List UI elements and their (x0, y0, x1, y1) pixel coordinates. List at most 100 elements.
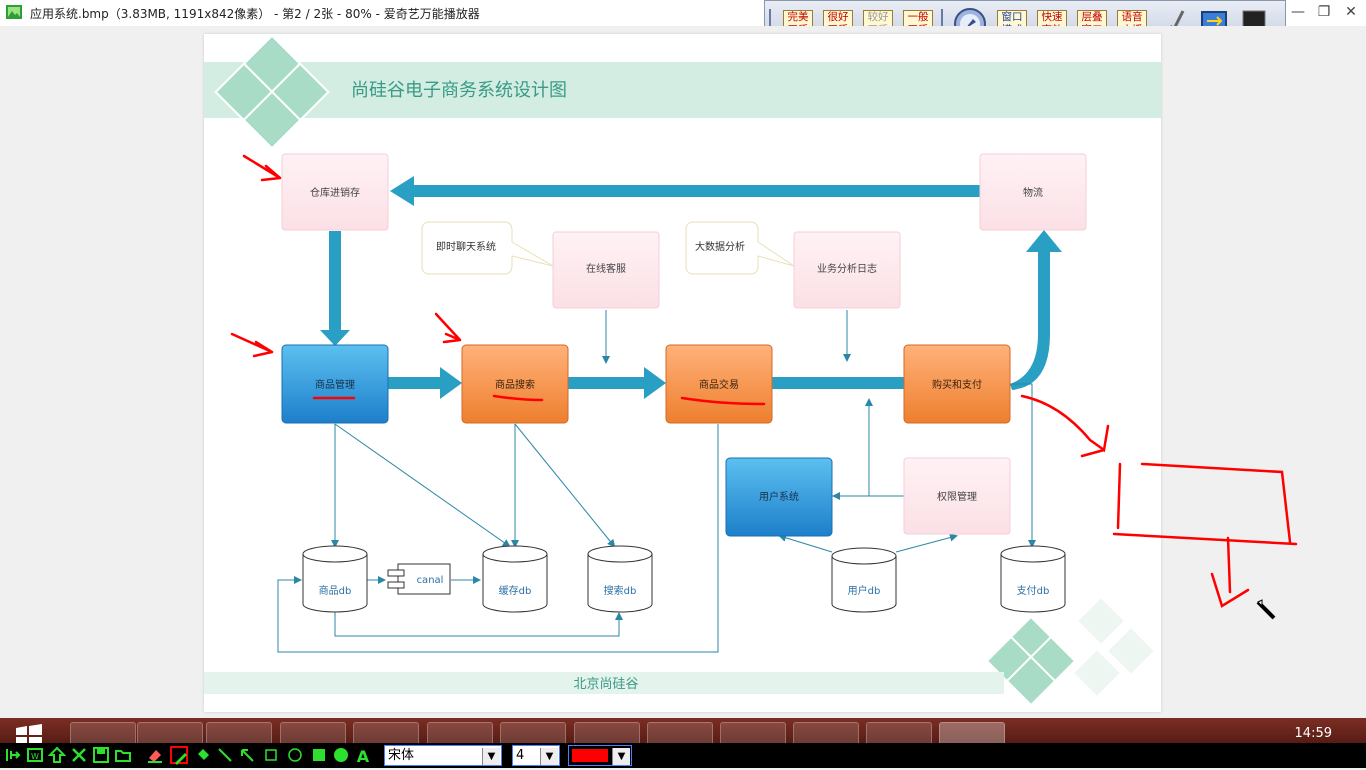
chevron-down-icon[interactable]: ▼ (612, 748, 630, 765)
button-label: 一般 (907, 11, 929, 23)
svg-text:A: A (357, 747, 370, 764)
color-select[interactable]: ▼ (568, 745, 632, 766)
circle-outline-icon[interactable] (286, 746, 304, 764)
db-pay: 支付db (1000, 545, 1066, 613)
close-button[interactable]: ✕ (1345, 4, 1357, 20)
color-swatch (572, 749, 608, 762)
size-select-value: 4 (516, 748, 525, 763)
node-online-service: 在线客服 (552, 231, 660, 309)
node-buy-pay: 购买和支付 (903, 344, 1011, 424)
node-label: 用户db (848, 584, 881, 597)
node-label: 在线客服 (586, 262, 626, 275)
taskbar-app-icon[interactable] (866, 722, 932, 746)
windows-start-icon[interactable] (14, 724, 44, 746)
diagram-title: 尚硅谷电子商务系统设计图 (351, 80, 567, 101)
button-label: 很好 (827, 11, 849, 23)
node-product-trade: 商品交易 (665, 344, 773, 424)
flow-arrow-pay-to-logistics (1010, 252, 1050, 390)
taskbar-word-icon[interactable] (353, 722, 419, 746)
node-label: 业务分析日志 (817, 262, 877, 275)
button-label: 较好 (867, 11, 889, 23)
text-tool-icon[interactable]: A (354, 746, 372, 766)
arrow-tool-icon[interactable] (238, 746, 256, 764)
node-label: 缓存db (499, 584, 532, 597)
dock-icon[interactable] (4, 746, 22, 764)
node-label: 大数据分析 (695, 240, 745, 253)
chevron-down-icon[interactable]: ▼ (482, 748, 500, 765)
save-icon[interactable] (92, 746, 110, 764)
diagram-image: 尚硅谷电子商务系统设计图 (204, 34, 1161, 712)
image-viewer-icon (6, 5, 22, 19)
taskbar-javaee-icon[interactable] (206, 722, 272, 746)
node-logistics: 物流 (979, 153, 1087, 231)
font-select-value: 宋体 (388, 748, 415, 763)
node-label: 权限管理 (937, 490, 977, 503)
node-label: 即时聊天系统 (436, 240, 496, 253)
node-warehouse: 仓库进销存 (281, 153, 389, 231)
header-diamond-logo (214, 34, 330, 150)
flow-arrowhead (320, 330, 350, 346)
node-bigdata-bubble: 大数据分析 (685, 221, 795, 275)
node-biz-log: 业务分析日志 (793, 231, 901, 309)
header-band (204, 62, 1161, 118)
flow-arrowhead (390, 176, 414, 206)
pen-icon[interactable] (170, 746, 188, 765)
toolbar-separator (769, 9, 771, 39)
diagram-footer: 北京尚硅谷 (573, 677, 638, 692)
node-label: 支付db (1017, 584, 1050, 597)
restore-button[interactable]: ❐ (1317, 4, 1331, 20)
node-label: canal (417, 575, 444, 586)
up-arrow-icon[interactable] (47, 746, 67, 764)
node-product-mgmt: 商品管理 (281, 344, 389, 424)
db-cache: 缓存db (482, 545, 548, 613)
flow-arrow-search-to-trade (568, 377, 644, 389)
node-label: 用户系统 (759, 490, 799, 503)
node-label: 购买和支付 (932, 378, 982, 391)
ecommerce-design-diagram: 尚硅谷电子商务系统设计图 (204, 34, 1161, 707)
close-x-icon[interactable] (70, 746, 88, 764)
flow-arrowhead (644, 367, 666, 399)
open-folder-icon[interactable] (114, 746, 132, 764)
node-canal: canal (387, 563, 451, 595)
flow-arrowhead (1026, 230, 1062, 252)
taskbar-folder-icon[interactable] (137, 722, 203, 746)
node-permission: 权限管理 (903, 457, 1011, 535)
node-im-bubble: 即时聊天系统 (421, 221, 554, 275)
font-select[interactable]: 宋体 ▼ (384, 745, 502, 766)
drawing-toolbar: W A 宋体 ▼ 4 ▼ ▼ (0, 743, 1366, 768)
node-label: 仓库进销存 (310, 186, 360, 199)
taskbar-firefox-icon[interactable] (280, 722, 346, 746)
minimize-button[interactable]: — (1291, 4, 1305, 20)
word-icon[interactable]: W (26, 746, 44, 764)
windows-taskbar: 14:59 (0, 718, 1366, 746)
flow-arrow-logistics-to-warehouse (414, 185, 980, 197)
eraser-icon[interactable] (146, 746, 164, 764)
db-product: 商品db (302, 545, 368, 613)
line-icon[interactable] (216, 746, 234, 764)
button-label: 语音 (1121, 11, 1143, 23)
taskbar-app-icon[interactable] (647, 722, 713, 746)
footer-diamond-decoration (985, 595, 1157, 707)
node-label: 物流 (1023, 186, 1043, 199)
flow-arrow-trade-to-pay (772, 377, 906, 389)
node-product-search: 商品搜索 (461, 344, 569, 424)
size-select[interactable]: 4 ▼ (512, 745, 560, 766)
chevron-down-icon[interactable]: ▼ (540, 748, 558, 765)
node-label: 商品管理 (315, 378, 355, 391)
node-label: 商品交易 (699, 378, 739, 391)
node-user-system: 用户系统 (725, 457, 833, 537)
flow-arrow-warehouse-to-product-mgmt (329, 231, 341, 331)
footer-band (204, 672, 1004, 694)
node-label: 搜索db (604, 584, 637, 597)
flow-arrowhead (440, 367, 462, 399)
button-label: 快速 (1041, 11, 1063, 23)
rectangle-outline-icon[interactable] (262, 746, 280, 764)
fill-bucket-icon[interactable] (194, 746, 212, 764)
circle-filled-icon[interactable] (332, 746, 350, 764)
node-label: 商品搜索 (495, 378, 535, 391)
taskbar-clock: 14:59 (1294, 726, 1332, 741)
rectangle-filled-icon[interactable] (310, 746, 328, 764)
button-label: 层叠 (1081, 11, 1103, 23)
node-label: 商品db (319, 584, 352, 597)
button-label: 窗口 (1001, 11, 1023, 23)
